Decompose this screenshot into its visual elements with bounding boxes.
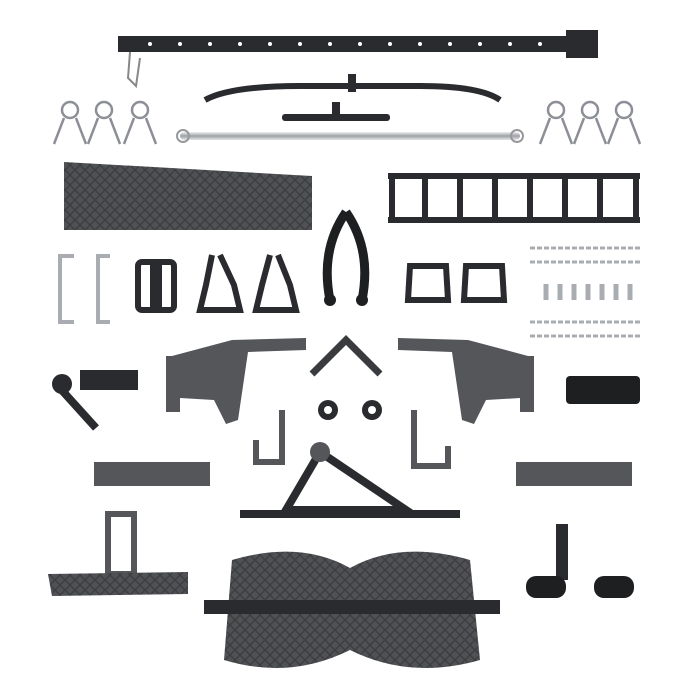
grip-handle xyxy=(135,259,177,313)
leg-roller-attachment xyxy=(526,524,634,598)
pulley-beam xyxy=(118,30,598,89)
tricep-rope xyxy=(322,209,370,306)
straight-chrome-bar xyxy=(176,129,524,143)
v-grip-row-handle xyxy=(309,335,383,377)
spring-collars-right xyxy=(538,100,642,145)
stirrup-handles-strap xyxy=(196,253,300,313)
ladder-rack xyxy=(388,173,640,223)
landmine-platform xyxy=(204,551,500,668)
u-bolts xyxy=(58,254,110,324)
diamond-step-plate xyxy=(64,162,312,230)
spring-collars-left xyxy=(52,100,158,145)
safety-arm-right xyxy=(516,462,632,486)
chains-carabiners xyxy=(530,246,642,338)
spotter-arm-left xyxy=(166,338,306,424)
dip-station-plate xyxy=(48,511,188,596)
landmine-attachment xyxy=(52,370,138,431)
safety-arm-left xyxy=(94,462,210,486)
lat-pulldown-bar xyxy=(203,74,502,103)
lock-collars xyxy=(318,400,382,420)
ankle-strap xyxy=(566,376,640,404)
v-bar-handle xyxy=(282,102,390,121)
spotter-arm-right xyxy=(398,338,534,424)
t-bar-row-handle xyxy=(240,442,460,518)
d-handles xyxy=(404,263,508,303)
j-hooks xyxy=(253,410,451,469)
